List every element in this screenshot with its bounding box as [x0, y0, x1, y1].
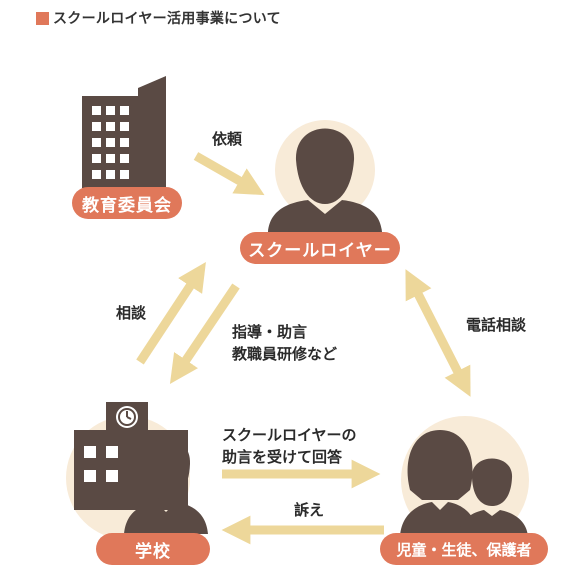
complaint-label: 訴え: [294, 501, 325, 519]
family-icon: [400, 430, 528, 536]
request-label: 依頼: [212, 130, 243, 148]
section-header: スクールロイヤー活用事業について: [36, 8, 281, 28]
lawyer-person-icon: [268, 128, 382, 232]
header-title: スクールロイヤー活用事業について: [53, 11, 281, 27]
advice-label-line-1: スクールロイヤーの: [222, 426, 357, 444]
consult-arrow: [136, 261, 206, 365]
request-arrow: [193, 152, 265, 196]
advice-answer-label: スクールロイヤーの 助言を受けて回答: [222, 424, 357, 468]
school-pill: 学校: [96, 533, 210, 565]
school-person-icon: [124, 438, 208, 534]
school-lawyer-pill: スクールロイヤー: [240, 232, 400, 264]
phone-consult-arrow: [405, 269, 471, 397]
header-square-icon: [36, 11, 49, 25]
consult-label: 相談: [116, 304, 147, 322]
phone-consult-label: 電話相談: [466, 316, 527, 334]
guidance-label-line-2: 教職員研修など: [232, 345, 338, 363]
advice-label-line-2: 助言を受けて回答: [222, 448, 343, 466]
guidance-label: 指導・助言 教職員研修など: [232, 321, 337, 365]
board-of-education-pill: 教育委員会: [72, 187, 182, 219]
guidance-arrow: [169, 283, 240, 384]
building-icon: [82, 76, 166, 188]
clock-icon: [116, 406, 138, 428]
children-parents-pill: 児童・生徒、保護者: [380, 533, 548, 565]
guidance-label-line-1: 指導・助言: [232, 323, 308, 341]
